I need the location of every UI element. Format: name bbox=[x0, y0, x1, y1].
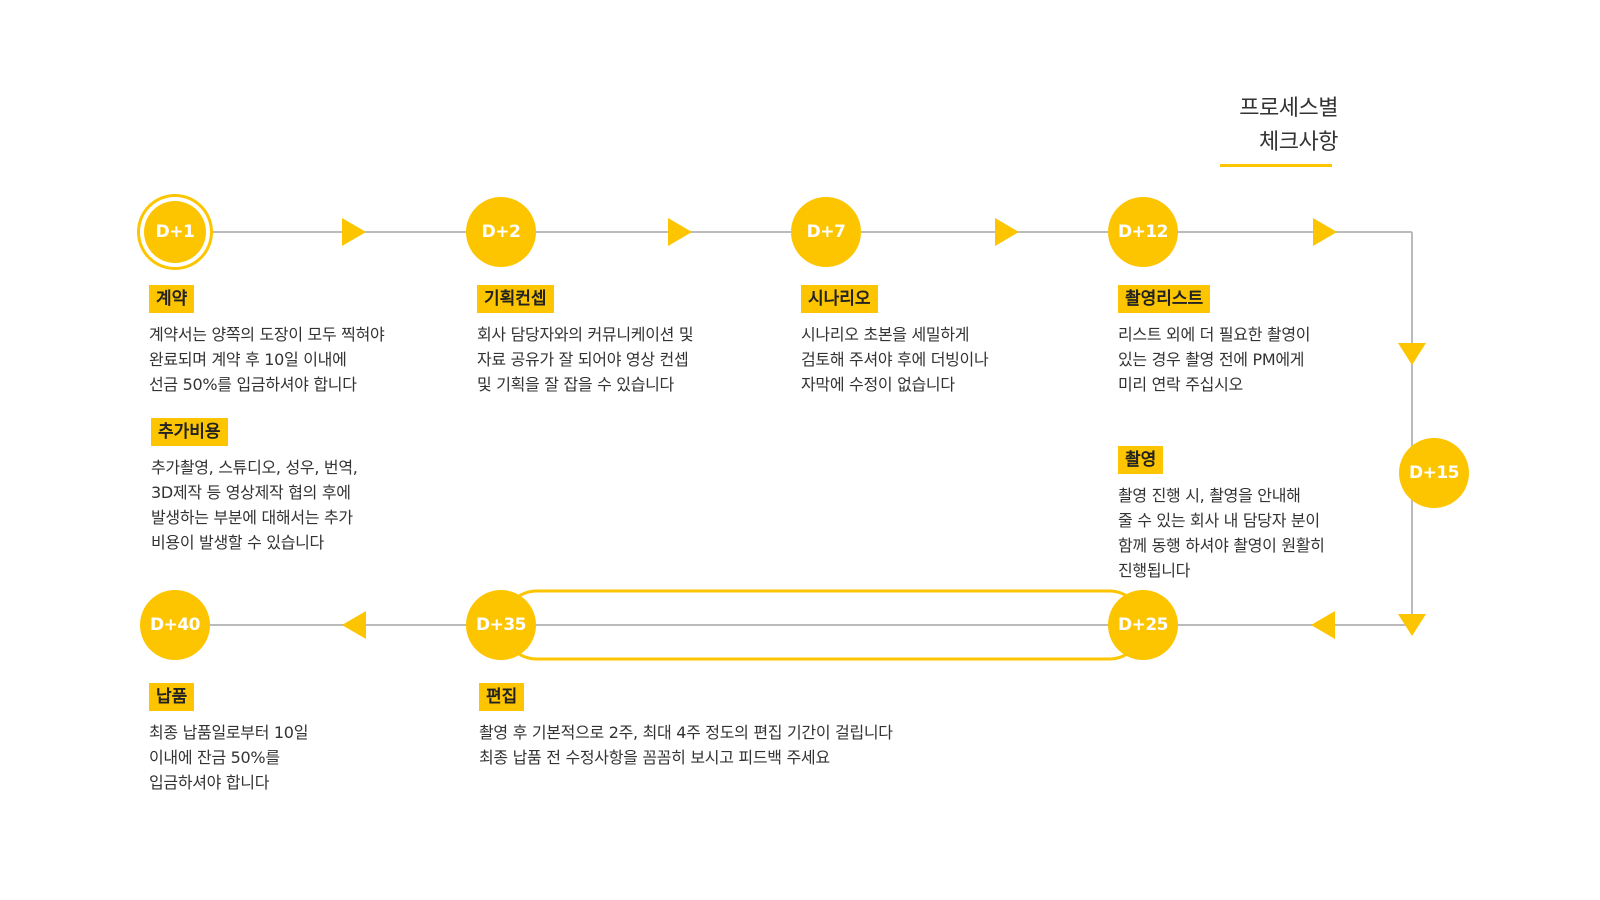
step-desc-delivery: 최종 납품일로부터 10일 이내에 잔금 50%를 입금하셔야 합니다 bbox=[149, 723, 309, 792]
title-line-1: 프로세스별 bbox=[1239, 96, 1338, 121]
arrow-left-icon bbox=[1311, 611, 1335, 639]
node-d25: D+25 bbox=[1108, 590, 1178, 660]
arrow-right-icon bbox=[342, 218, 366, 246]
step-label-contract: 계약 bbox=[149, 285, 195, 313]
step-label-scenario: 시나리오 bbox=[801, 285, 878, 313]
step-desc-shoot: 촬영 진행 시, 촬영을 안내해 줄 수 있는 회사 내 담당자 분이 함께 동… bbox=[1118, 486, 1325, 580]
node-d2: D+2 bbox=[466, 197, 536, 267]
step-desc-scenario: 시나리오 초본을 세밀하게 검토해 주셔야 후에 더빙이나 자막에 수정이 없습… bbox=[801, 325, 989, 394]
step-label-extra-cost: 추가비용 bbox=[151, 418, 228, 446]
step-label-edit: 편집 bbox=[479, 683, 525, 711]
node-d1: D+1 bbox=[144, 201, 206, 263]
step-desc-shoot-list: 리스트 외에 더 필요한 촬영이 있는 경우 촬영 전에 PM에게 미리 연락 … bbox=[1118, 325, 1311, 394]
step-label-shoot: 촬영 bbox=[1118, 446, 1164, 474]
arrow-right-icon bbox=[1313, 218, 1337, 246]
node-d12: D+12 bbox=[1108, 197, 1178, 267]
step-desc-edit: 촬영 후 기본적으로 2주, 최대 4주 정도의 편집 기간이 걸립니다 최종 … bbox=[479, 723, 893, 767]
step-label-concept: 기획컨셉 bbox=[477, 285, 554, 313]
arrow-right-icon bbox=[668, 218, 692, 246]
step-desc-concept: 회사 담당자와의 커뮤니케이션 및 자료 공유가 잘 되어야 영상 컨셉 및 기… bbox=[477, 325, 694, 394]
title-line-2: 체크사항 bbox=[1259, 130, 1338, 155]
step-label-delivery: 납품 bbox=[149, 683, 195, 711]
step-label-shoot-list: 촬영리스트 bbox=[1118, 285, 1211, 313]
arrow-left-icon bbox=[342, 611, 366, 639]
node-d35: D+35 bbox=[466, 590, 536, 660]
title-underline bbox=[1220, 164, 1332, 167]
node-d7: D+7 bbox=[791, 197, 861, 267]
step-desc-extra-cost: 추가촬영, 스튜디오, 성우, 번역, 3D제작 등 영상제작 협의 후에 발생… bbox=[151, 458, 358, 552]
node-d15: D+15 bbox=[1399, 438, 1469, 508]
step-desc-contract: 계약서는 양쪽의 도장이 모두 찍혀야 완료되며 계약 후 10일 이내에 선금… bbox=[149, 325, 385, 394]
arrow-right-icon bbox=[995, 218, 1019, 246]
page-title: 프로세스별 체크사항 bbox=[1210, 92, 1338, 160]
arrow-down-icon bbox=[1398, 614, 1426, 636]
node-d40: D+40 bbox=[140, 590, 210, 660]
arrow-down-icon bbox=[1398, 343, 1426, 365]
